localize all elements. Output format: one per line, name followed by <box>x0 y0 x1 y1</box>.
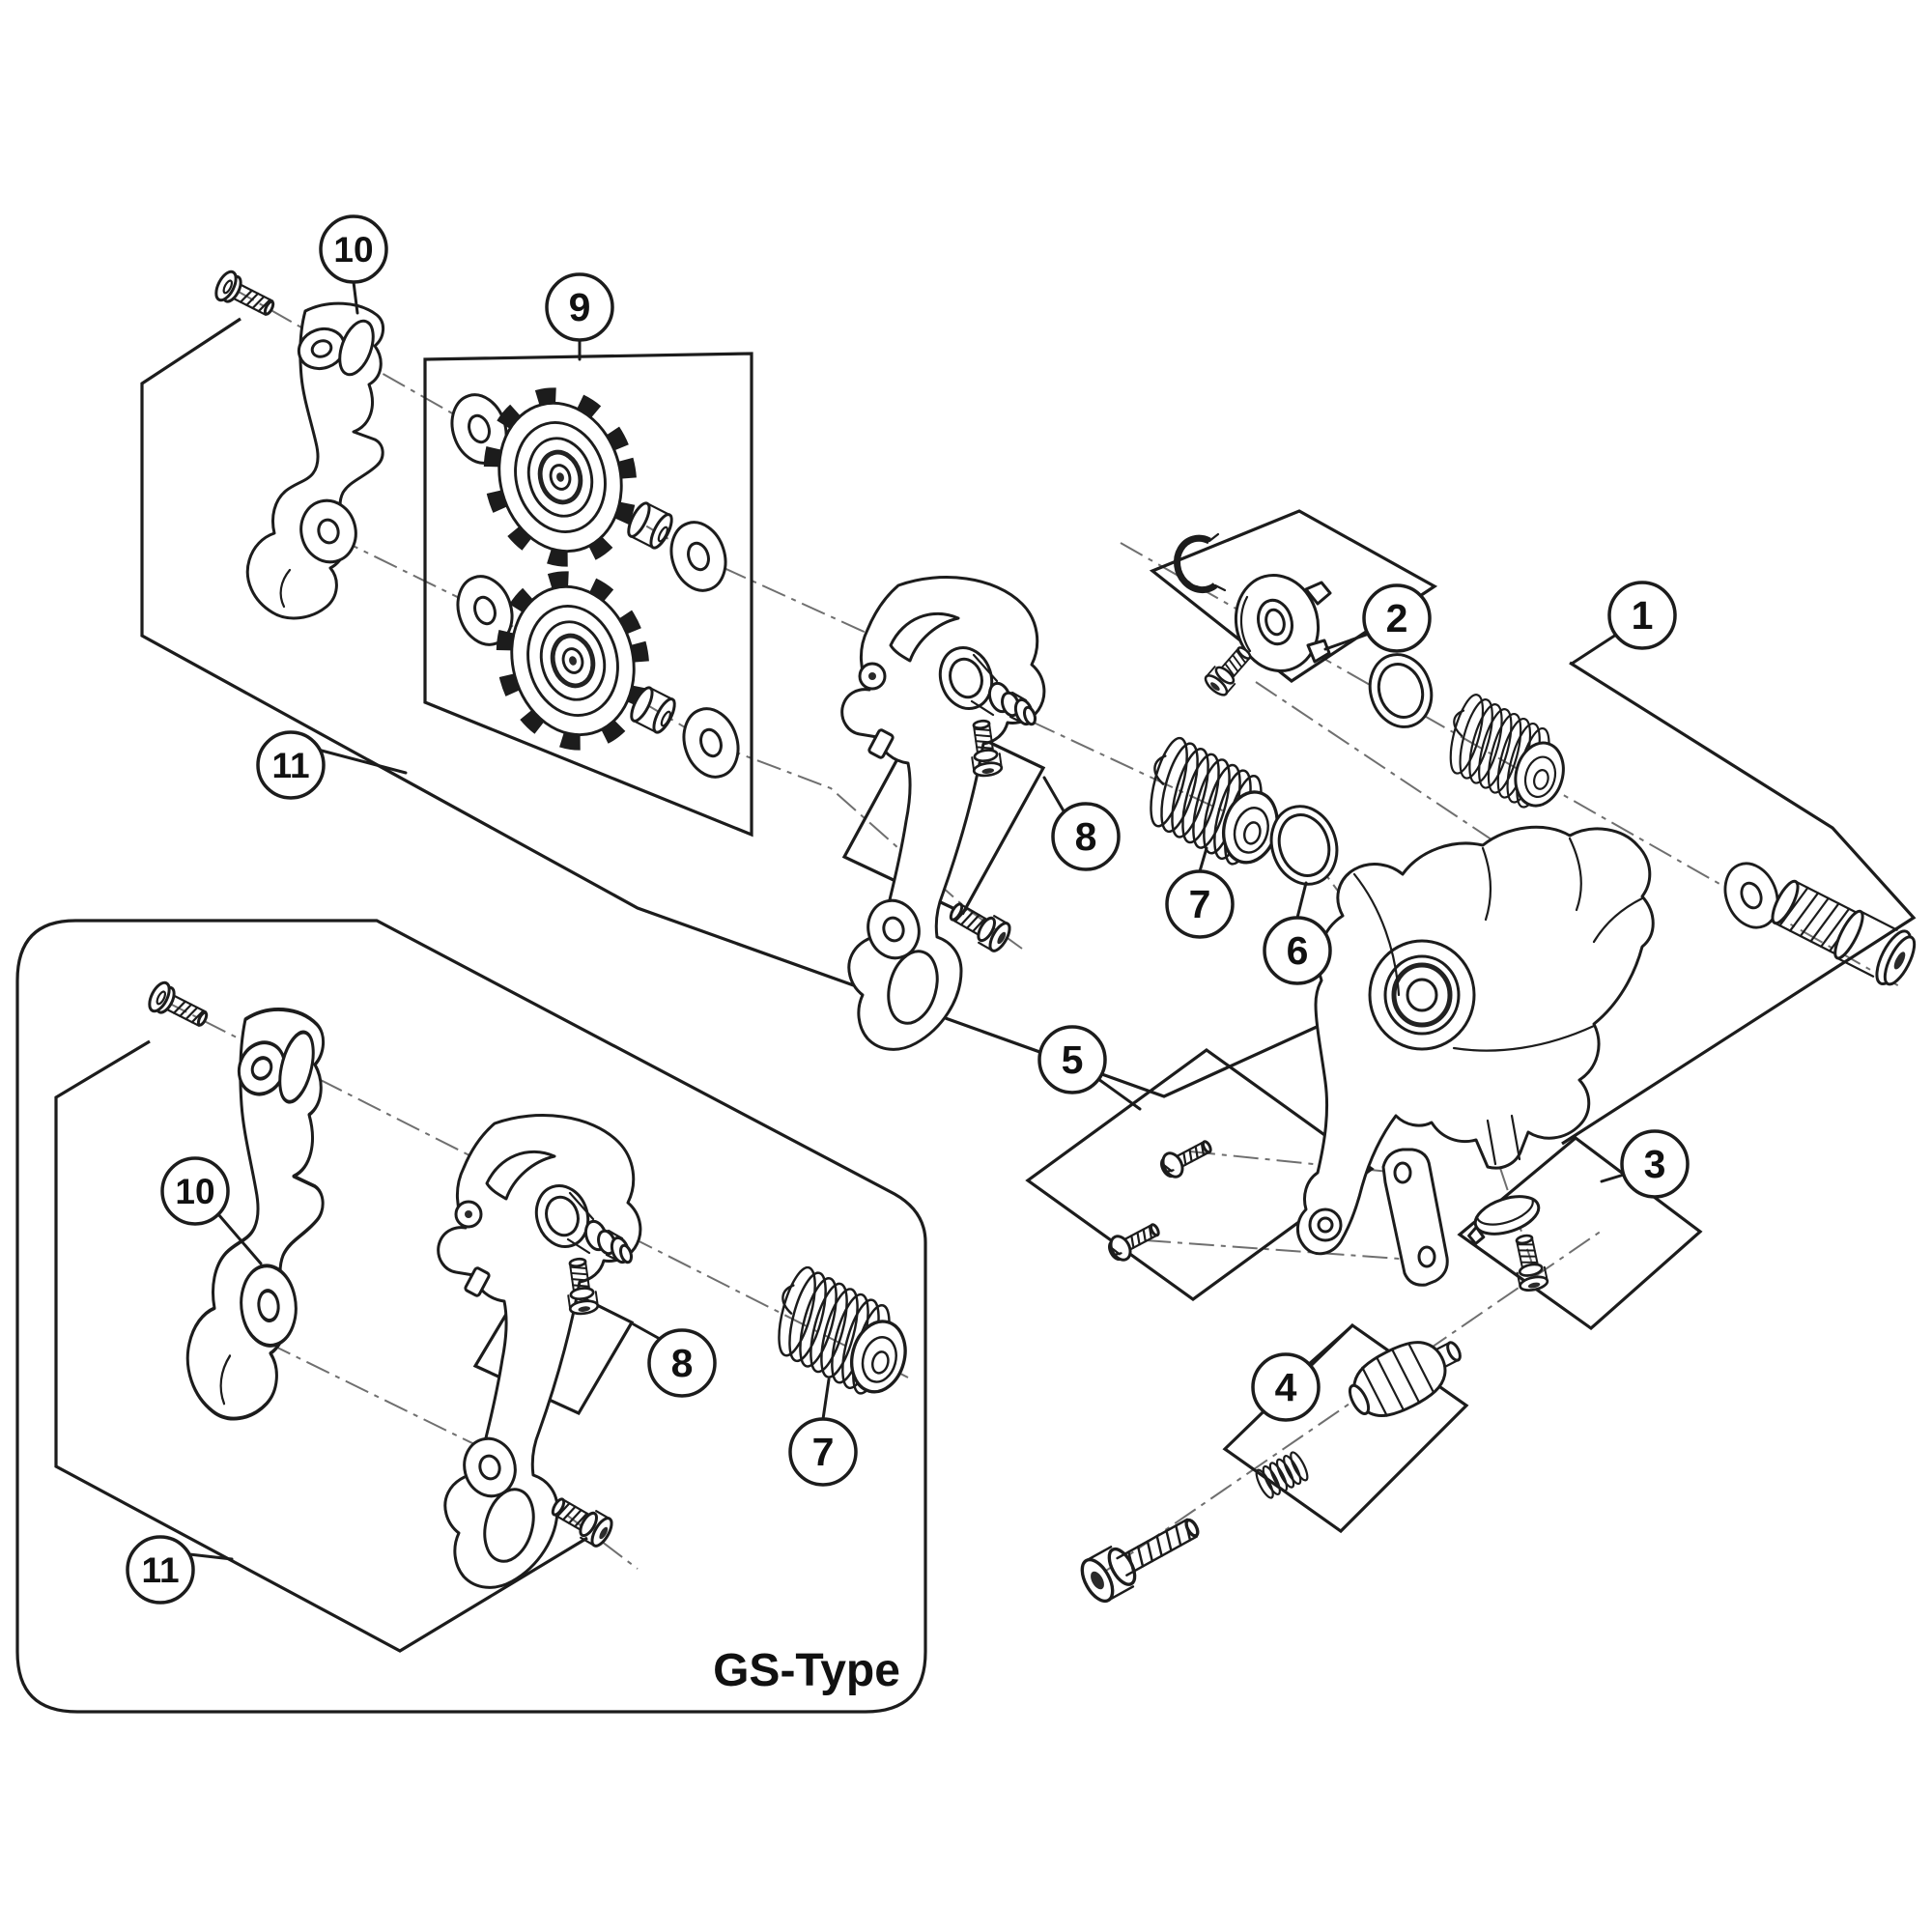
pulley-washer-4 <box>673 699 749 786</box>
callout-10-gs: 10 <box>160 1156 230 1226</box>
callout-7: 7 <box>1165 869 1235 939</box>
callout-9: 9 <box>545 272 614 342</box>
gs-type-label: GS-Type <box>713 1645 900 1696</box>
pulley-washer-2 <box>661 513 736 600</box>
o-ring-large <box>1269 805 1339 886</box>
callout-11: 11 <box>256 730 326 800</box>
box-group-1 <box>1561 661 1917 1146</box>
svg-text:10: 10 <box>175 1172 214 1211</box>
return-spring <box>1427 685 1588 825</box>
callout-1: 1 <box>1607 581 1677 650</box>
gs-inner-plate <box>439 1116 640 1588</box>
callout-11-gs: 11 <box>126 1535 195 1605</box>
bracket-axle-bolt <box>1771 879 1917 986</box>
svg-text:10: 10 <box>333 230 373 270</box>
svg-text:4: 4 <box>1275 1365 1297 1409</box>
cage-pivot-bolt <box>944 895 1015 955</box>
svg-text:11: 11 <box>271 746 309 785</box>
svg-text:1: 1 <box>1632 593 1654 638</box>
callout-4: 4 <box>1251 1352 1321 1422</box>
gs-tension-spring <box>753 1257 933 1413</box>
adjust-screw-axis <box>1102 1230 1603 1574</box>
outline-group-11 <box>140 317 1339 1098</box>
cam-plate <box>1234 573 1332 673</box>
outline-group-11-gs <box>54 1039 588 1653</box>
svg-text:8: 8 <box>671 1341 694 1385</box>
callout-7-gs: 7 <box>788 1417 858 1487</box>
spring-axis <box>1031 721 1392 963</box>
callout-5: 5 <box>1037 1025 1107 1094</box>
svg-text:3: 3 <box>1644 1142 1666 1186</box>
parts <box>144 267 1917 1604</box>
callout-10: 10 <box>319 214 388 284</box>
svg-text:8: 8 <box>1075 814 1097 859</box>
callout-6: 6 <box>1263 916 1332 985</box>
svg-text:7: 7 <box>1189 882 1211 926</box>
adjust-screw <box>1080 1518 1200 1604</box>
inner-plate <box>842 578 1044 1050</box>
adjust-spring <box>1255 1451 1309 1499</box>
snap-clip <box>1174 532 1227 594</box>
link-screw-axis-2 <box>1145 1239 1413 1261</box>
callout-8: 8 <box>1051 802 1121 871</box>
link-plate <box>1381 1148 1449 1287</box>
tension-pulley <box>486 563 659 757</box>
outer-plate <box>245 301 385 620</box>
svg-text:5: 5 <box>1062 1037 1084 1082</box>
gs-type-box <box>15 919 927 1714</box>
svg-text:7: 7 <box>812 1430 835 1474</box>
callouts: 10 9 11 8 2 1 7 6 5 3 4 10 8 7 11 <box>126 214 1690 1605</box>
gs-outer-plate-bolt <box>144 978 213 1036</box>
cable-fixing-plate <box>1467 1195 1541 1245</box>
svg-text:6: 6 <box>1287 928 1309 973</box>
cable-fixing-bolt <box>1508 1232 1550 1294</box>
derailleur-body <box>1296 825 1655 1256</box>
link-screw-1 <box>1155 1132 1217 1183</box>
box-group-2 <box>1149 509 1438 683</box>
svg-text:9: 9 <box>569 285 591 329</box>
box-group-5 <box>1025 1048 1375 1301</box>
svg-text:11: 11 <box>141 1550 179 1590</box>
callout-3: 3 <box>1620 1129 1690 1199</box>
svg-text:2: 2 <box>1386 596 1408 640</box>
outer-plate-bolt <box>211 267 280 325</box>
o-ring-small <box>1368 653 1434 728</box>
adjust-barrel <box>1348 1341 1462 1417</box>
callout-8-gs: 8 <box>647 1328 717 1398</box>
callout-2: 2 <box>1362 583 1432 653</box>
box-group-9 <box>423 352 753 838</box>
